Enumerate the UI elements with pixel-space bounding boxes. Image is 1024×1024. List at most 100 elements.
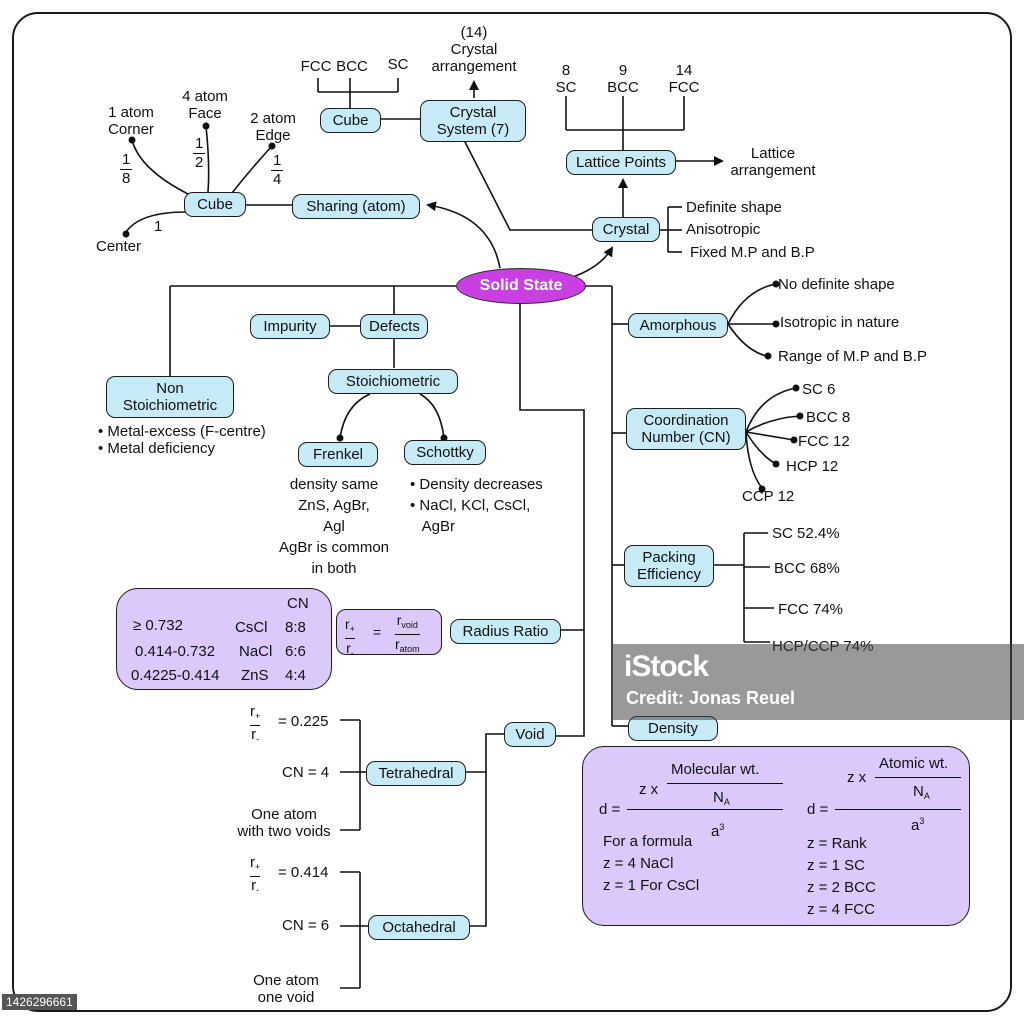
node-schottky: Schottky	[404, 440, 486, 465]
node-crystal: Crystal	[592, 217, 660, 242]
diagram-frame	[12, 12, 1012, 1012]
label-corner: 1 atom Corner	[108, 104, 154, 138]
density-left-a3: a3	[711, 822, 725, 840]
cn-item-bcc: BCC 8	[806, 409, 851, 426]
node-non-stoichiometric: Non Stoichiometric	[106, 376, 234, 418]
label-lattice-sc: 8 SC	[555, 62, 577, 96]
node-tetrahedral: Tetrahedral	[366, 761, 466, 786]
node-cube-top: Cube	[320, 108, 381, 133]
radius-row-2-cn: 6:6	[285, 643, 306, 660]
crystal-prop-2: Anisotropic	[686, 221, 761, 238]
density-right-main-bar	[835, 809, 961, 811]
node-density: Density	[628, 716, 718, 741]
pe-item-fcc: FCC 74%	[778, 601, 844, 618]
tet-ratio-value: = 0.225	[278, 713, 329, 730]
label-lattice-fcc: 14 FCC	[668, 62, 700, 96]
tet-note: One atom with two voids	[237, 806, 331, 840]
density-left-line-3: z = 1 For CsCl	[603, 877, 700, 894]
frenkel-description: density same ZnS, AgBr, Agl AgBr is comm…	[278, 476, 390, 577]
label-edge: 2 atom Edge	[250, 110, 296, 144]
label-cube-sc: SC	[387, 56, 409, 73]
radius-row-2-compound: NaCl	[239, 643, 273, 660]
density-right-num-bar	[875, 777, 961, 779]
radius-row-1-range: ≥ 0.732	[133, 617, 183, 634]
non-stoich-item-1: • Metal-excess (F-centre)	[98, 423, 266, 440]
node-stoichiometric: Stoichiometric	[328, 369, 458, 394]
cn-item-sc: SC 6	[802, 381, 836, 398]
cn-item-ccp: CCP 12	[742, 488, 795, 505]
density-right-d-eq: d =	[807, 801, 829, 818]
tet-cn: CN = 4	[282, 764, 330, 781]
cn-item-hcp: HCP 12	[786, 458, 839, 475]
density-left-num-bar	[667, 783, 783, 785]
node-defects: Defects	[360, 314, 428, 339]
watermark-credit: Credit: Jonas Reuel	[626, 688, 796, 708]
density-right-na: NA	[913, 783, 930, 801]
radius-ratio-table: CN ≥ 0.732 CsCl 8:8 0.414-0.732 NaCl 6:6…	[116, 588, 332, 690]
label-cube-bcc: BCC	[336, 58, 368, 75]
oct-ratio-fraction: r+ r-	[250, 854, 261, 896]
density-left-zx: z x	[639, 781, 659, 798]
density-left-main-bar	[627, 809, 783, 811]
density-right-line-4: z = 4 FCC	[807, 901, 875, 918]
label-lattice-bcc: 9 BCC	[607, 62, 639, 96]
label-cube-fcc: FCC	[300, 58, 332, 75]
non-stoich-item-2: • Metal deficiency	[98, 440, 215, 457]
oct-ratio-value: = 0.414	[278, 864, 329, 881]
node-crystal-system: Crystal System (7)	[420, 100, 526, 142]
density-right-a3: a3	[911, 816, 925, 834]
label-face: 4 atom Face	[182, 88, 228, 122]
radius-table-header: CN	[287, 595, 309, 612]
density-right-zx: z x	[847, 769, 867, 786]
root-node-solid-state: Solid State	[456, 268, 586, 304]
node-void: Void	[504, 722, 556, 747]
density-left-d-eq: d =	[599, 801, 621, 818]
node-impurity: Impurity	[250, 314, 330, 339]
node-radius-ratio: Radius Ratio	[450, 619, 561, 644]
formula-equals: =	[373, 624, 382, 640]
formula-void-atom: rvoid ratom	[395, 612, 420, 655]
density-right-line-3: z = 2 BCC	[807, 879, 876, 896]
oct-cn: CN = 6	[282, 917, 330, 934]
watermark-brand: iStock	[624, 650, 709, 683]
node-coordination-number: Coordination Number (CN)	[626, 408, 746, 450]
cn-item-fcc: FCC 12	[798, 433, 850, 450]
oct-note: One atom one void	[253, 972, 319, 1006]
node-lattice-points: Lattice Points	[566, 150, 676, 175]
radius-row-3-compound: ZnS	[241, 667, 269, 684]
node-sharing-atom: Sharing (atom)	[292, 194, 420, 219]
density-right-line-2: z = 1 SC	[807, 857, 865, 874]
node-octahedral: Octahedral	[368, 915, 470, 940]
radius-row-1-compound: CsCl	[235, 619, 268, 636]
node-frenkel: Frenkel	[298, 442, 378, 467]
density-left-na: NA	[713, 789, 730, 807]
label-center: Center	[96, 238, 142, 255]
density-left-line-2: z = 4 NaCl	[603, 855, 674, 872]
label-crystal-arrangement: (14) Crystal arrangement	[431, 24, 517, 75]
node-cube-left: Cube	[184, 192, 246, 217]
density-left-line-1: For a formula	[603, 833, 693, 850]
radius-row-2-range: 0.414-0.732	[135, 643, 216, 660]
density-right-numerator: Atomic wt.	[879, 755, 949, 772]
radius-row-3-range: 0.4225-0.414	[131, 667, 220, 684]
node-packing-efficiency: Packing Efficiency	[624, 545, 714, 587]
node-amorphous: Amorphous	[628, 313, 728, 338]
pe-item-bcc: BCC 68%	[774, 560, 840, 577]
radius-row-1-cn: 8:8	[285, 619, 306, 636]
pe-item-sc: SC 52.4%	[772, 525, 840, 542]
radius-ratio-formula: r+ r- = rvoid ratom	[336, 609, 442, 658]
density-right-line-1: z = Rank	[807, 835, 867, 852]
stock-watermark: iStock Credit: Jonas Reuel	[612, 644, 1024, 720]
amorphous-prop-2: Isotropic in nature	[780, 314, 900, 331]
density-formula-panel: z x Molecular wt. NA d = a3 For a formul…	[582, 746, 970, 926]
label-center-value: 1	[154, 218, 163, 235]
radius-row-3-cn: 4:4	[285, 667, 306, 684]
schottky-description: • Density decreases • NaCl, KCl, CsCl, A…	[410, 476, 543, 535]
density-left-numerator: Molecular wt.	[671, 761, 760, 778]
crystal-prop-3: Fixed M.P and B.P	[690, 244, 815, 261]
stock-id: 1426296661	[2, 994, 77, 1010]
